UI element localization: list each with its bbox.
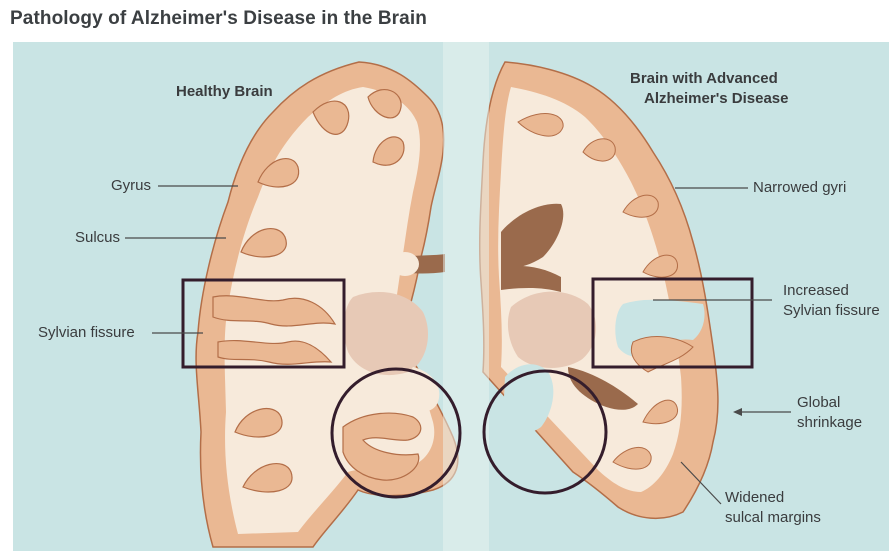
widened-label-line2: sulcal margins (725, 508, 821, 527)
brain-illustration (13, 42, 889, 551)
healthy-thalamus (344, 292, 428, 375)
global-label-line1: Global (797, 393, 840, 412)
sulcus-label: Sulcus (75, 228, 120, 247)
ad-thalamus (508, 292, 596, 368)
narrowed-gyri-label: Narrowed gyri (753, 178, 846, 197)
sylvian-fissure-label: Sylvian fissure (38, 323, 135, 342)
widened-label-line1: Widened (725, 488, 784, 507)
increased-label-line1: Increased (783, 281, 849, 300)
figure-title: Pathology of Alzheimer's Disease in the … (10, 8, 427, 30)
healthy-ventricle-cap (391, 252, 419, 276)
advanced-heading-line1: Brain with Advanced (630, 69, 778, 88)
midline-gap (443, 42, 489, 551)
advanced-heading-line2: Alzheimer's Disease (644, 89, 788, 108)
gyrus-label: Gyrus (111, 176, 151, 195)
diagram-panel: Healthy Brain Brain with Advanced Alzhei… (13, 42, 889, 551)
increased-label-line2: Sylvian fissure (783, 301, 880, 320)
global-label-line2: shrinkage (797, 413, 862, 432)
healthy-brain-heading: Healthy Brain (176, 82, 273, 101)
